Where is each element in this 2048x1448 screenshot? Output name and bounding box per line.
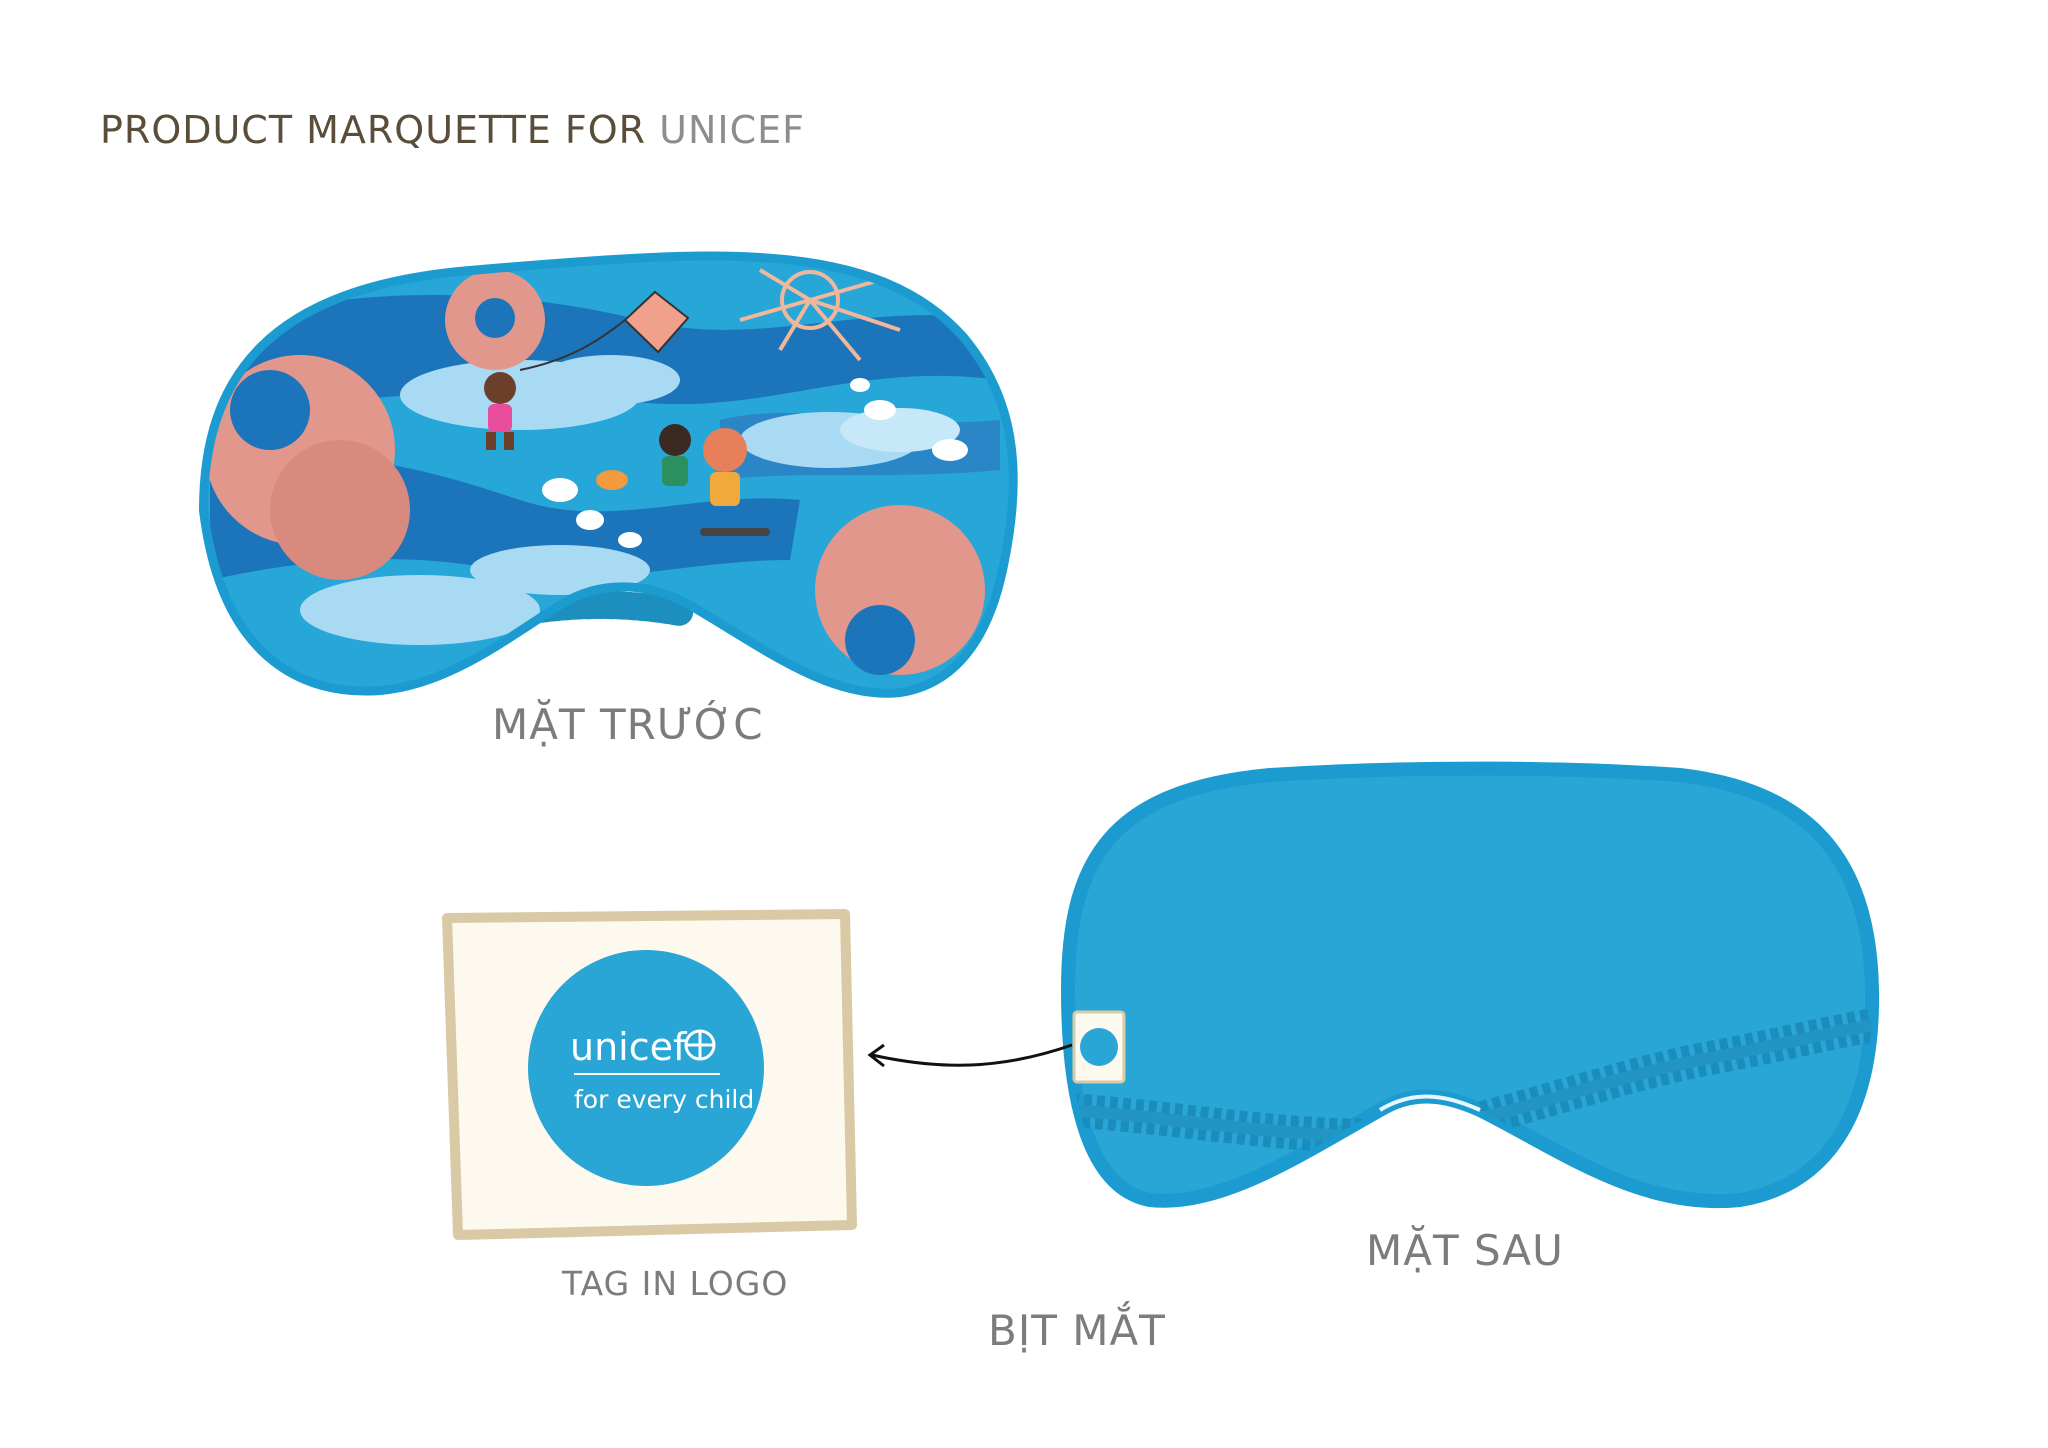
tag-pointer-arrowhead [867,1043,885,1068]
tag-pointer-arrow [871,1043,1073,1067]
child-with-kite [484,372,516,450]
back-mask-illustration [1060,761,1880,1209]
title-part-unicef: UNICEF [659,108,806,152]
unicef-emblem-icon [684,1029,716,1061]
logo-tag-illustration: unicef for every child [442,909,857,1240]
front-mask-pattern [208,260,1009,689]
back-mask-binding [1060,761,1880,1209]
back-mask-small-tag [1072,1010,1126,1084]
caption-front-side: MẶT TRƯỚC [492,700,764,749]
unicef-logo-disc [528,950,764,1186]
unicef-tagline: for every child [574,1085,754,1114]
title-part-product-marquette: PRODUCT MARQUETTE FOR [100,108,647,152]
front-mask-illustration [198,251,1018,698]
caption-back-side: MẶT SAU [1366,1226,1564,1275]
page-title: PRODUCT MARQUETTE FOR UNICEF [100,108,805,152]
caption-product-name: BỊT MẮT [988,1306,1166,1355]
children-skating [596,424,770,536]
caption-tag-logo: TAG IN LOGO [562,1264,789,1303]
unicef-wordmark: unicef [570,1025,688,1069]
